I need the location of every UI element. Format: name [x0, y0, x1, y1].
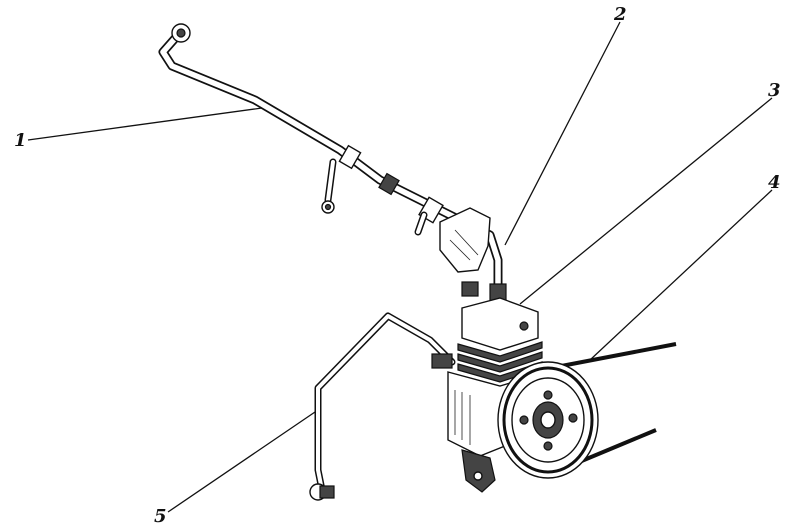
pulley-and-belt-4 [497, 342, 677, 479]
callout-5: 5 [154, 506, 167, 527]
callout-1: 1 [14, 130, 27, 151]
delivery-pipe-1 [158, 23, 503, 295]
callout-3: 3 [768, 80, 781, 101]
callout-4: 4 [768, 172, 781, 193]
leader-4 [589, 189, 773, 361]
leader-2 [504, 21, 621, 246]
leader-lines [27, 21, 773, 513]
callout-2: 2 [613, 4, 627, 25]
leader-5 [167, 411, 316, 513]
leader-1 [27, 107, 263, 141]
leader-3 [519, 97, 773, 305]
callout-numbers: 1 2 3 4 5 [14, 4, 781, 527]
supply-pipe-5 [309, 312, 456, 501]
